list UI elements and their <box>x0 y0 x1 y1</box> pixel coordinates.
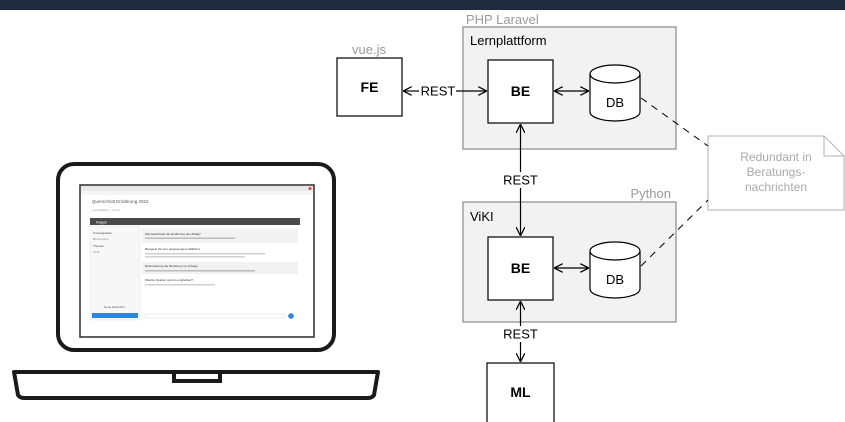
message-item <box>142 229 298 243</box>
laptop-illustration: Querschnitt Ernährung 2022 Lernplattform… <box>12 162 380 400</box>
node-fe: vue.js FE <box>336 42 403 117</box>
node-ml-box <box>486 362 555 422</box>
message-text: Beispiele für eine ausgewogene Mahlzeit <box>145 247 200 251</box>
edge-be-ml-label: REST <box>503 327 538 342</box>
note-line-1: Redundant in <box>740 150 811 164</box>
db-top-lid <box>589 64 641 84</box>
node-fe-caption: vue.js <box>352 42 386 57</box>
section-header <box>90 218 300 225</box>
note-link-bottom <box>640 199 709 267</box>
edge-fe-be-label: REST <box>421 84 456 99</box>
section-title: Fragen <box>96 221 107 225</box>
node-be-top-label: BE <box>511 83 530 99</box>
node-db-top: DB <box>589 64 641 122</box>
group-caption-php: PHP Laravel <box>466 12 539 27</box>
node-ml-label: ML <box>510 384 531 400</box>
send-caption: Neue Nachricht <box>104 305 125 309</box>
node-fe-label: FE <box>361 79 379 95</box>
edges: REST REST REST <box>404 83 709 361</box>
message-item <box>142 245 298 259</box>
db-bottom-lid <box>589 241 641 261</box>
close-icon <box>308 187 312 190</box>
node-db-bottom-label: DB <box>606 272 624 287</box>
screen-title: Querschnitt Ernährung 2022 <box>92 199 149 204</box>
db-top-body <box>589 74 641 122</box>
group-title-viki: ViKI <box>470 209 494 224</box>
laptop-base <box>12 370 380 400</box>
edge-be-be-label: REST <box>503 173 538 188</box>
message-text: Welche Quellen sind zu empfehlen? <box>145 278 193 282</box>
node-be-top: BE <box>487 59 554 124</box>
top-bar <box>0 0 845 10</box>
laptop-notch <box>172 372 222 383</box>
message-line <box>145 256 245 258</box>
sidebar-item[interactable]: Kursangebote <box>93 231 112 235</box>
note-line-2: Beratungs- <box>747 165 806 179</box>
node-be-bottom-box <box>487 236 554 301</box>
message-list: Wie beeinflusst die Ernährung den Alltag… <box>142 229 298 288</box>
note-link-top <box>640 97 709 147</box>
edge-label-bg <box>419 83 457 99</box>
node-be-top-box <box>487 59 554 124</box>
db-bottom-body <box>589 251 641 299</box>
node-db-bottom: DB <box>589 241 641 299</box>
edge-label-bg <box>502 172 540 188</box>
node-ml: ML <box>486 362 555 422</box>
message-line <box>145 237 235 239</box>
message-line <box>145 253 265 255</box>
note-redundant: Redundant in Beratungs- nachrichten <box>707 135 845 211</box>
browser-tabbar <box>81 186 313 191</box>
sidebar-item[interactable]: Beratungen <box>93 237 109 241</box>
group-caption-python: Python <box>631 186 671 201</box>
edge-label-bg <box>502 326 540 342</box>
sidebar-item[interactable]: Chat <box>93 250 100 254</box>
sidebar-item[interactable]: Themen <box>93 244 104 248</box>
note-fold <box>823 136 844 157</box>
screen-sidebar <box>89 225 141 321</box>
node-fe-box <box>336 57 403 117</box>
node-be-bottom: BE <box>487 236 554 301</box>
group-title-lernplattform: Lernplattform <box>470 33 547 48</box>
message-text: Wie beeinflusst die Ernährung den Alltag… <box>145 232 201 236</box>
node-db-top-label: DB <box>606 95 624 110</box>
send-button[interactable] <box>92 313 138 318</box>
message-text: Rückmeldung der Beratung zur Anfrage <box>145 264 198 268</box>
node-be-bottom-label: BE <box>511 260 530 276</box>
send-icon[interactable] <box>288 313 294 319</box>
note-shape <box>707 135 845 211</box>
screen-breadcrumb: Lernplattform · Kurse <box>92 208 121 212</box>
message-line <box>145 270 255 272</box>
note-line-3: nachrichten <box>745 180 807 194</box>
message-input[interactable] <box>144 313 286 319</box>
message-line <box>145 284 215 286</box>
browser-addressbar <box>81 191 313 195</box>
